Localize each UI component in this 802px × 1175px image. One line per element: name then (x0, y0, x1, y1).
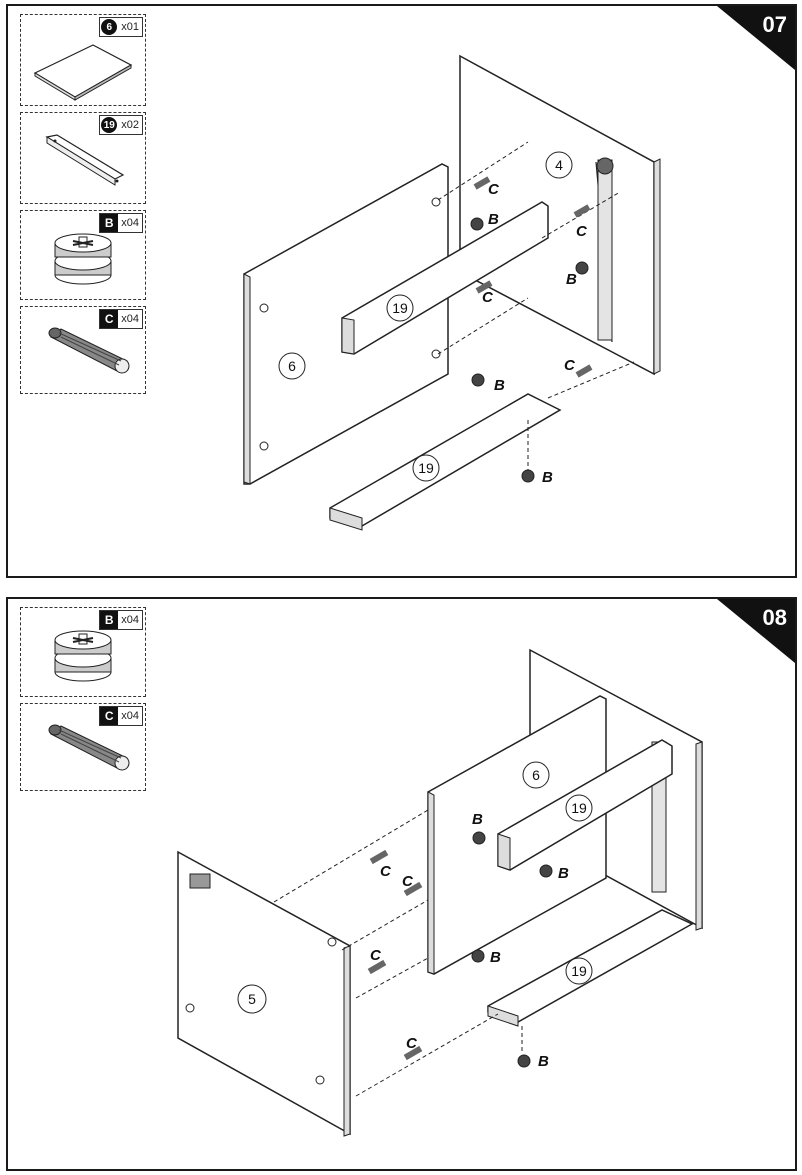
callout-b: B (538, 1053, 549, 1070)
rail-19-bottom: 19 (487, 909, 694, 1027)
part-code: C (100, 310, 119, 328)
cam-b (539, 864, 553, 878)
callout-c: C (488, 181, 500, 198)
part-box-cam-lock: B x04 (20, 607, 146, 697)
step-08-panel: 08 B x04 C x04 (6, 597, 797, 1171)
label-19-top: 19 (392, 300, 408, 316)
callout-b: B (542, 469, 553, 486)
rail-19-bottom: 19 (329, 393, 562, 531)
label-6: 6 (288, 358, 296, 374)
dowel-c (403, 881, 423, 897)
callout-b: B (566, 271, 577, 288)
label-6: 6 (532, 767, 540, 783)
part-box-rail-19: 19 x02 (20, 112, 146, 204)
assembly-guides (273, 809, 523, 1097)
callout-c: C (406, 1035, 418, 1052)
step-07-number: 07 (762, 12, 787, 37)
hardware-step08: C C C C B B B B (367, 811, 569, 1070)
callout-b: B (472, 811, 483, 828)
cam-b (521, 469, 535, 483)
dowel-c (403, 1045, 423, 1061)
step-07-corner-badge (717, 6, 795, 70)
rail-19-top: 19 (497, 739, 673, 871)
cam-b (517, 1054, 531, 1068)
label-19-top: 19 (571, 800, 587, 816)
label-4: 4 (555, 157, 563, 173)
part-code: B (100, 611, 119, 629)
dowel-c (575, 364, 593, 378)
part-code: B (100, 214, 119, 232)
rail-board-icon (45, 134, 125, 186)
cam-lock-icon (54, 233, 112, 285)
callout-c: C (576, 223, 588, 240)
dowel-c (475, 280, 493, 294)
dowel-c (573, 204, 591, 218)
step-08-assembly-diagram: 6 19 19 5 (177, 648, 703, 1137)
callout-c: C (482, 289, 494, 306)
hardware-step07: C C C C B B B B (470, 176, 593, 486)
part-box-dowel: C x04 (20, 703, 146, 791)
callout-b: B (488, 211, 499, 228)
callout-b: B (494, 377, 505, 394)
panel-5: 5 (177, 850, 351, 1137)
dowel-c (473, 176, 491, 190)
part-box-dowel: C x04 (20, 306, 146, 394)
label-19-bottom: 19 (571, 963, 587, 979)
callout-b: B (490, 949, 501, 966)
label-19-bottom: 19 (418, 460, 434, 476)
step-08-corner-badge (717, 599, 795, 663)
dowel-icon (48, 327, 130, 374)
part-qty: x04 (121, 614, 139, 626)
part-box-panel-6: 6 x01 (20, 14, 146, 106)
step-07-panel: 07 6 x01 19 x02 B x04 (6, 4, 797, 578)
cam-b (575, 261, 589, 275)
callout-c: C (380, 863, 392, 880)
part-qty: x04 (121, 313, 139, 325)
part-qty: x01 (121, 21, 139, 33)
callout-c: C (564, 357, 576, 374)
label-5: 5 (248, 991, 256, 1007)
dowel-c (369, 849, 389, 865)
label-circle-4 (545, 151, 573, 179)
dowel-icon (48, 724, 130, 771)
callout-c: C (402, 873, 414, 890)
part-box-cam-lock: B x04 (20, 210, 146, 300)
part-code: 19 (101, 117, 118, 133)
callout-c: C (370, 947, 382, 964)
step-08-number: 08 (762, 605, 787, 630)
rail-19-top: 19 (341, 201, 549, 355)
callout-b: B (558, 865, 569, 882)
cam-b (471, 373, 485, 387)
part-code: C (100, 707, 119, 725)
part-qty: x02 (121, 119, 139, 131)
cam-b (472, 831, 486, 845)
cam-lock-icon (54, 630, 112, 682)
dowel-c (367, 959, 387, 975)
part-qty: x04 (121, 217, 139, 229)
panel-board-icon (33, 44, 133, 101)
step-07-assembly-diagram: 4 6 19 19 (243, 54, 661, 531)
cam-b (470, 217, 484, 231)
part-code: 6 (101, 19, 118, 35)
side-panel-4: 4 (459, 54, 661, 376)
cam-b (471, 949, 485, 963)
part-qty: x04 (121, 710, 139, 722)
